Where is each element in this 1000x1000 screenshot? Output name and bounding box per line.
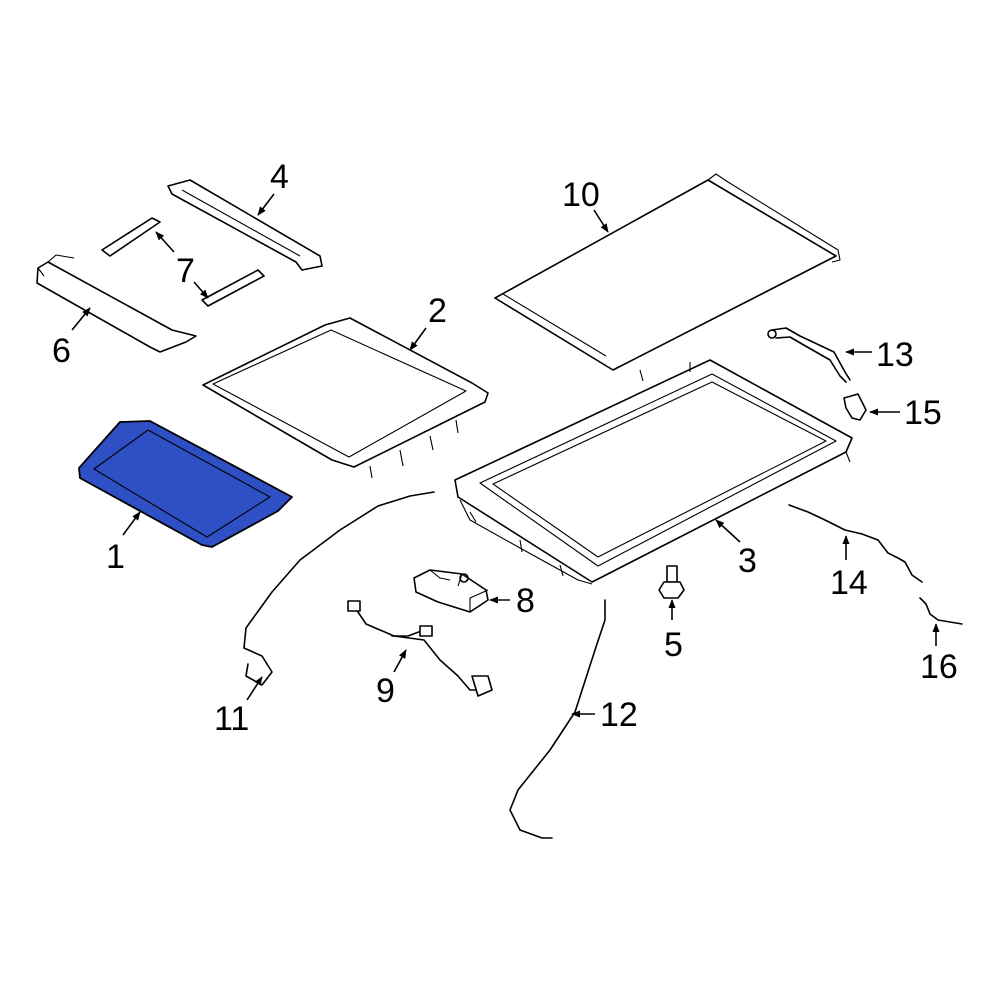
callout-13: 13 [876,336,914,374]
callout-2: 2 [428,292,447,330]
leader-7b [193,281,209,299]
part-16-drain-tube[interactable] [919,597,963,625]
callout-9: 9 [376,672,395,710]
part-2-roof-panel[interactable] [202,317,489,479]
part-6-trim-strip[interactable] [36,254,197,353]
part-7-seal-strips[interactable] [101,217,265,307]
leader-9 [393,649,407,673]
part-8-motor[interactable] [413,569,489,613]
callout-15: 15 [904,394,942,432]
part-1-glass-panel[interactable] [78,420,293,548]
part-11-drain-tube[interactable] [243,491,435,686]
part-13-bracket[interactable] [767,327,851,383]
leader-11 [246,676,263,701]
callout-10: 10 [562,176,600,214]
callout-6: 6 [52,332,71,370]
part-15-clip[interactable] [843,393,867,421]
part-12-drain-tube[interactable] [509,599,606,839]
leader-10 [593,209,609,233]
callout-12: 12 [600,696,638,734]
part-4-front-strip[interactable] [167,179,323,271]
callout-11: 11 [214,700,249,738]
callout-1: 1 [106,538,125,576]
callout-3: 3 [738,542,757,580]
leader-6 [71,307,91,331]
part-5-bolt[interactable] [658,565,685,599]
callout-16: 16 [920,648,958,686]
part-14-drain-tube[interactable] [788,504,923,583]
callout-5: 5 [664,626,683,664]
part-10-sunshade[interactable] [494,173,841,371]
callout-14: 14 [830,564,868,602]
glass-panel-shape [78,420,293,548]
callout-labels: 1 2 3 4 5 6 7 8 9 10 11 12 13 14 15 16 [52,158,958,738]
callout-7: 7 [176,252,195,290]
leader-7a [155,231,175,253]
callout-8: 8 [516,582,535,620]
leader-lines [71,193,940,718]
glass-panel-inner-edge [93,429,271,538]
leader-1 [122,511,141,536]
part-3-sunroof-frame[interactable] [454,359,853,585]
leader-3 [715,519,741,543]
leader-2 [409,327,427,351]
callout-4: 4 [270,158,289,196]
part-9-wire-harness[interactable] [347,600,493,697]
leader-4 [257,193,275,216]
